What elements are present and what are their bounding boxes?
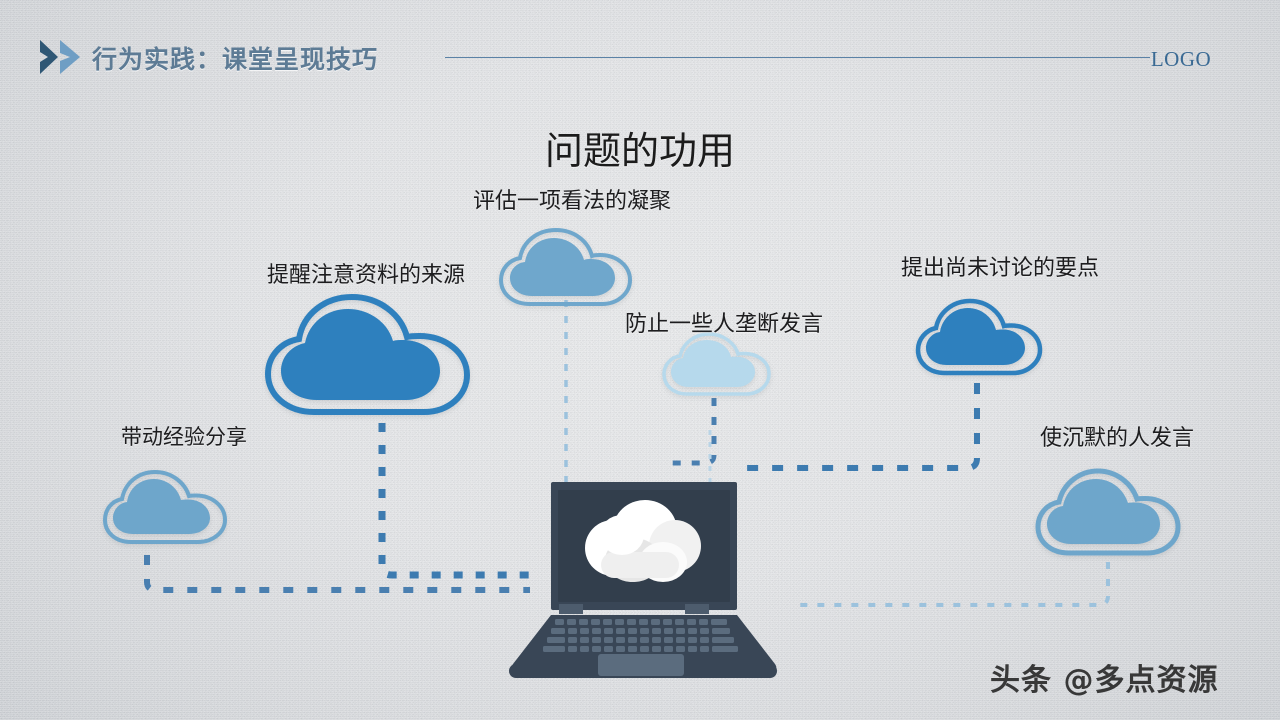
double-chevron-icon (38, 38, 90, 81)
cloud-node-monopolize[interactable] (660, 330, 774, 400)
label-node-monopolize: 防止一些人垄断发言 (624, 311, 824, 336)
laptop-with-cloud[interactable] (505, 478, 780, 713)
label-node-silent: 使沉默的人发言 (1039, 425, 1195, 450)
page-title: 行为实践：课堂呈现技巧 (92, 46, 379, 74)
header-divider-line (445, 57, 1150, 58)
cloud-node-experience[interactable] (100, 468, 230, 548)
label-node-evaluate: 评估一项看法的凝聚 (472, 188, 672, 213)
label-node-experience: 带动经验分享 (121, 426, 247, 449)
label-node-undiscussed: 提出尚未讨论的要点 (900, 255, 1100, 280)
slide-heading: 问题的功用 (544, 131, 736, 173)
cloud-node-source[interactable] (262, 292, 476, 420)
logo: LOGO (1150, 47, 1212, 71)
cloud-node-silent[interactable] (1032, 466, 1184, 560)
cloud-node-undiscussed[interactable] (913, 297, 1045, 379)
label-node-source: 提醒注意资料的来源 (266, 262, 466, 287)
cloud-node-evaluate[interactable] (496, 226, 638, 310)
watermark: 头条 @多点资源 (990, 663, 1219, 698)
